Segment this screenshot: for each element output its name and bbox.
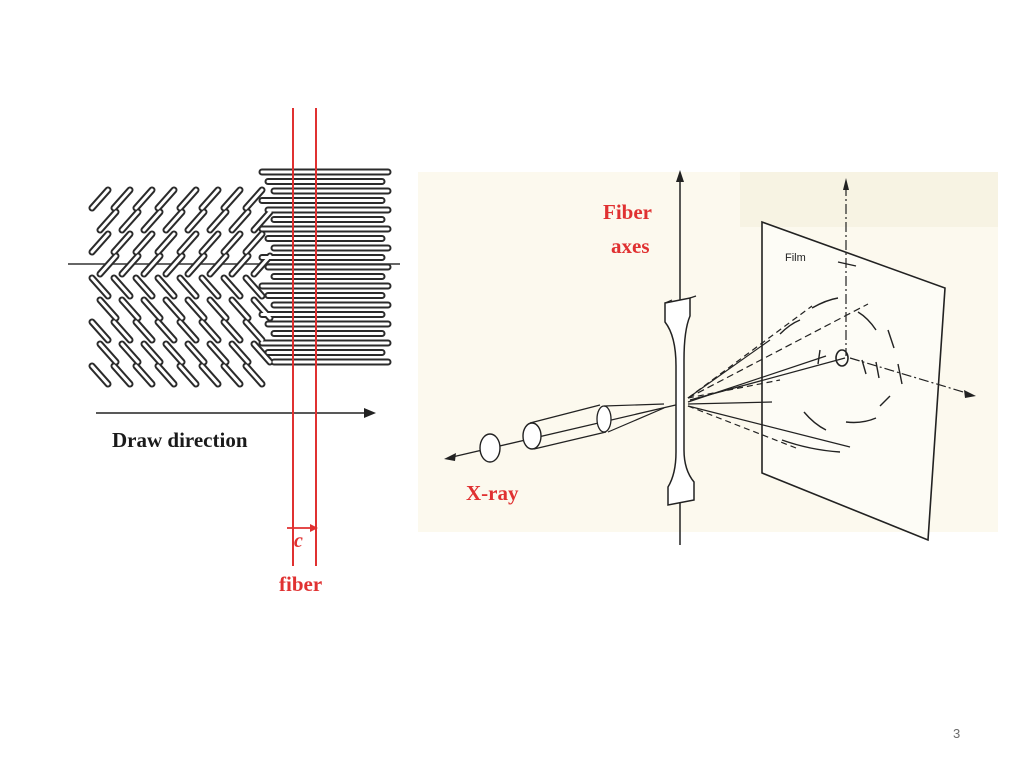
lamella xyxy=(120,254,140,276)
lamella xyxy=(98,342,118,364)
fiber-axes-label-line1: Fiber xyxy=(603,200,652,224)
xray-source xyxy=(479,403,665,463)
lamella xyxy=(186,342,206,364)
lamella xyxy=(178,320,198,342)
lamella xyxy=(134,320,154,342)
diffracted-rays xyxy=(687,303,869,449)
lamella xyxy=(208,342,228,364)
lamella xyxy=(222,320,242,342)
lamella xyxy=(222,364,242,386)
fiber-specimen xyxy=(664,295,697,506)
lamella xyxy=(164,342,184,364)
fiber-axes-label-line2: axes xyxy=(611,234,650,258)
lamella xyxy=(156,320,176,342)
lamella xyxy=(98,210,118,232)
lamella xyxy=(90,320,110,342)
lamella xyxy=(230,210,250,232)
page-number: 3 xyxy=(953,726,961,741)
lamella xyxy=(134,364,154,386)
lamella xyxy=(200,364,220,386)
draw-direction-label: Draw direction xyxy=(112,428,248,452)
lamella xyxy=(244,232,264,254)
lamella xyxy=(90,276,110,298)
lamella xyxy=(222,232,242,254)
xray-label: X-ray xyxy=(466,481,519,505)
lamella xyxy=(164,254,184,276)
lamella xyxy=(142,210,162,232)
lamella xyxy=(134,276,154,298)
c-vector-arrow xyxy=(287,524,318,532)
lamella xyxy=(112,188,132,210)
draw-direction-arrow xyxy=(96,408,376,418)
lamella xyxy=(134,232,154,254)
lamella xyxy=(244,364,264,386)
lamella xyxy=(156,276,176,298)
lamella xyxy=(156,188,176,210)
lamella xyxy=(186,298,206,320)
lamella xyxy=(142,342,162,364)
lamella xyxy=(200,320,220,342)
lamella xyxy=(164,298,184,320)
lamella xyxy=(120,298,140,320)
lamella xyxy=(230,342,250,364)
lamella xyxy=(244,276,264,298)
lamella xyxy=(252,210,272,232)
lamella xyxy=(230,254,250,276)
lamella xyxy=(156,364,176,386)
lamella xyxy=(244,320,264,342)
c-axis-label: c xyxy=(294,530,303,552)
film-label: Film xyxy=(785,252,806,264)
lamella xyxy=(90,188,110,210)
lamella xyxy=(178,188,198,210)
lamella xyxy=(164,210,184,232)
lamella xyxy=(222,276,242,298)
lamella xyxy=(178,276,198,298)
lamella xyxy=(186,254,206,276)
lamella xyxy=(112,276,132,298)
lamella xyxy=(134,188,154,210)
lamella xyxy=(90,232,110,254)
lamella xyxy=(142,254,162,276)
lamella xyxy=(112,320,132,342)
lamella xyxy=(156,232,176,254)
lamella xyxy=(112,364,132,386)
lamella xyxy=(200,276,220,298)
lamella xyxy=(208,298,228,320)
fiber-label: fiber xyxy=(279,572,323,596)
lamella xyxy=(244,188,264,210)
lamella xyxy=(200,188,220,210)
film-plane xyxy=(761,220,946,542)
lamella xyxy=(252,342,272,364)
lamella xyxy=(178,364,198,386)
lamella xyxy=(200,232,220,254)
diffraction-pattern xyxy=(779,261,903,453)
lamella xyxy=(90,364,110,386)
lamella xyxy=(120,210,140,232)
lamella xyxy=(230,298,250,320)
lamella xyxy=(222,188,242,210)
lamella xyxy=(98,254,118,276)
lamella xyxy=(98,298,118,320)
lamella xyxy=(178,232,198,254)
lamella xyxy=(186,210,206,232)
lamellae-inner xyxy=(90,170,390,386)
lamella xyxy=(208,210,228,232)
lamella xyxy=(120,342,140,364)
lamella xyxy=(142,298,162,320)
lamella xyxy=(208,254,228,276)
lamella xyxy=(112,232,132,254)
